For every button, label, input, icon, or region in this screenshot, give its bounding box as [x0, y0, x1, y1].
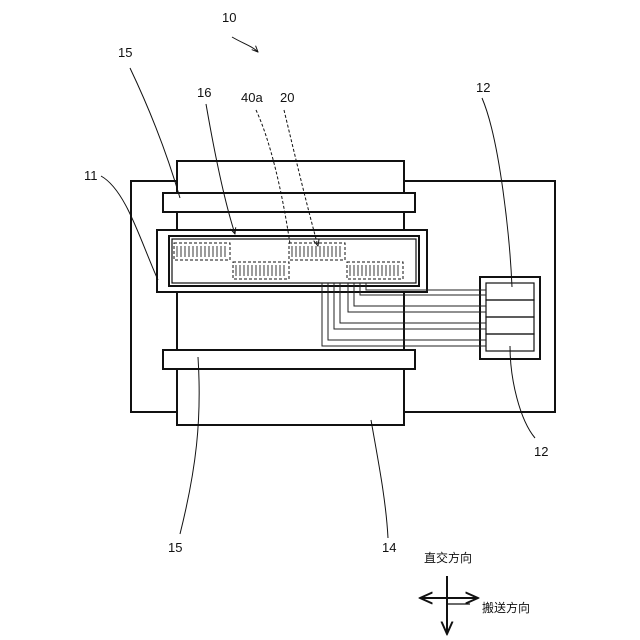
label-control-lower: 12 — [534, 444, 548, 459]
control-board-2 — [486, 300, 534, 317]
roller-lower — [163, 350, 415, 369]
label-device: 10 — [222, 10, 236, 25]
leader-11 — [101, 176, 158, 280]
label-nozzle: 40a — [241, 90, 263, 105]
label-roller-upper: 15 — [118, 45, 132, 60]
label-orthogonal: 直交方向 — [424, 550, 472, 565]
leader-12-upper — [482, 98, 512, 287]
label-chip: 20 — [280, 90, 294, 105]
label-transport: 搬送方向 — [482, 600, 530, 615]
control-board-3 — [486, 317, 534, 334]
leader-14 — [371, 420, 388, 538]
label-roller-lower: 15 — [168, 540, 182, 555]
label-head: 16 — [197, 85, 211, 100]
roller-upper — [163, 193, 415, 212]
leader-10 — [232, 37, 258, 52]
label-conveyor: 14 — [382, 540, 396, 555]
label-control-upper: 12 — [476, 80, 490, 95]
control-board-1 — [486, 283, 534, 300]
leader-15-upper — [130, 68, 180, 198]
label-head-unit: 11 — [84, 168, 98, 183]
direction-indicator — [420, 576, 478, 634]
